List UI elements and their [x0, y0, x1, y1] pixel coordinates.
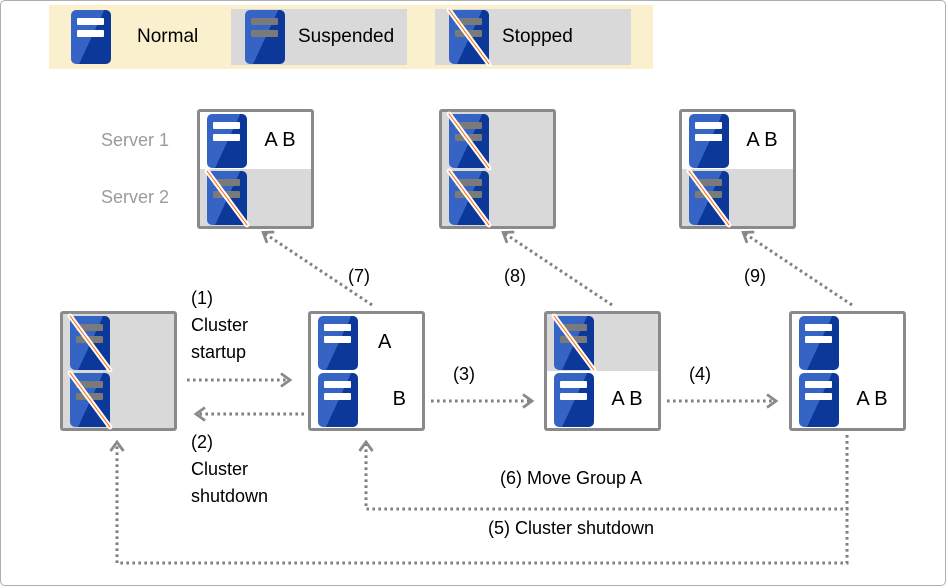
- server-stripe: [77, 30, 104, 37]
- server-stripe: [76, 380, 103, 388]
- server-stripe: [251, 30, 278, 37]
- server-2-slot: [442, 167, 553, 228]
- server-stripe: [560, 380, 587, 388]
- server-stripe: [560, 392, 587, 400]
- state-box-bottom-4: A B: [789, 311, 906, 431]
- server-stripe: [213, 121, 240, 129]
- server-1-slot: A B: [682, 112, 793, 169]
- server-stripe: [560, 323, 587, 331]
- server-icon-normal: [799, 315, 839, 370]
- server-icon-stopped: [66, 369, 114, 430]
- group-labels: A B: [746, 129, 778, 151]
- server-icon-normal: [689, 113, 729, 168]
- server-stripe: [805, 335, 832, 343]
- server-stripe: [455, 178, 482, 186]
- server-icon-stopped: [203, 167, 251, 228]
- transition-label-6: (6) Move Group A: [499, 468, 643, 488]
- state-box-top-3: A B: [679, 109, 796, 229]
- server-stripe: [695, 133, 722, 141]
- server-1-label: Server 1: [101, 130, 170, 150]
- server-2-slot: B: [311, 371, 422, 428]
- group-labels: B: [392, 388, 406, 410]
- stopped-slash-icon: [445, 6, 493, 68]
- server-stripe: [213, 178, 240, 186]
- server-1-slot: [442, 110, 553, 171]
- state-box-bottom-3: A B: [544, 311, 661, 431]
- transition-label-7: (7): [348, 266, 370, 286]
- transition-label-9: (9): [744, 266, 766, 286]
- server-stripe: [251, 18, 278, 25]
- transition-label-2: (2) Cluster shutdown: [191, 432, 269, 506]
- server-1-slot: [63, 312, 174, 373]
- group-labels: A B: [611, 388, 643, 410]
- legend-item-normal: Normal: [71, 10, 199, 64]
- server-stripe: [324, 392, 351, 400]
- server-stripe: [324, 335, 351, 343]
- legend-item-suspended: Suspended: [231, 9, 407, 65]
- transition-label-1: (1) Cluster startup: [191, 288, 249, 362]
- server-stripe: [76, 323, 103, 331]
- server-stripe: [805, 380, 832, 388]
- legend-label-stopped: Stopped: [502, 26, 573, 47]
- group-labels: A: [378, 331, 392, 353]
- legend-item-stopped: Stopped: [435, 6, 631, 68]
- server-icon-stopped: [685, 167, 733, 228]
- stopped-slash-icon: [66, 312, 114, 373]
- server-icon-normal: [318, 372, 358, 427]
- transition-label-3: (3): [453, 364, 475, 384]
- server-icon-normal: [554, 372, 594, 427]
- stopped-slash-icon: [66, 369, 114, 430]
- server-icon-normal: [207, 113, 247, 168]
- group-labels: A B: [264, 129, 296, 151]
- stopped-slash-icon: [445, 167, 493, 228]
- server-icon-stopped: [445, 110, 493, 171]
- legend-bar: Normal Suspended Stopped: [49, 5, 653, 69]
- server-stripe: [695, 178, 722, 186]
- stopped-slash-icon: [550, 312, 598, 373]
- server-stripe: [455, 121, 482, 129]
- stopped-slash-icon: [685, 167, 733, 228]
- server-icon-normal: [799, 372, 839, 427]
- server-stripe: [455, 18, 482, 25]
- server-icon-suspended: [245, 10, 285, 64]
- state-box-top-2: [439, 109, 556, 229]
- server-icon-normal: [71, 10, 111, 64]
- server-2-slot: [63, 369, 174, 430]
- state-box-bottom-1: [60, 311, 177, 431]
- server-stripe: [324, 323, 351, 331]
- server-2-slot: [682, 167, 793, 228]
- server-1-slot: [547, 312, 658, 373]
- server-stripe: [77, 18, 104, 25]
- server-stripe: [695, 121, 722, 129]
- server-icon-stopped: [66, 312, 114, 373]
- server-stripe: [805, 392, 832, 400]
- server-2-label: Server 2: [101, 187, 170, 207]
- state-box-bottom-2: A B: [308, 311, 425, 431]
- stopped-slash-icon: [203, 167, 251, 228]
- server-2-slot: A B: [792, 371, 903, 428]
- state-box-top-1: A B: [197, 109, 314, 229]
- legend-label-normal: Normal: [137, 26, 199, 47]
- transition-label-8: (8): [504, 266, 526, 286]
- server-1-slot: [792, 314, 903, 371]
- server-icon-stopped: [445, 167, 493, 228]
- transition-label-5: (5) Cluster shutdown: [487, 518, 655, 538]
- server-1-slot: A B: [200, 112, 311, 169]
- legend-label-suspended: Suspended: [298, 26, 395, 47]
- group-labels: A B: [856, 388, 888, 410]
- stopped-slash-icon: [445, 110, 493, 171]
- server-2-slot: A B: [547, 371, 658, 428]
- server-stripe: [213, 133, 240, 141]
- server-icon-normal: [318, 315, 358, 370]
- server-stripe: [324, 380, 351, 388]
- server-icon-stopped: [550, 312, 598, 373]
- server-stripe: [805, 323, 832, 331]
- transition-label-4: (4): [689, 364, 711, 384]
- server-1-slot: A: [311, 314, 422, 371]
- server-2-slot: [200, 167, 311, 228]
- server-icon-stopped: [445, 6, 493, 68]
